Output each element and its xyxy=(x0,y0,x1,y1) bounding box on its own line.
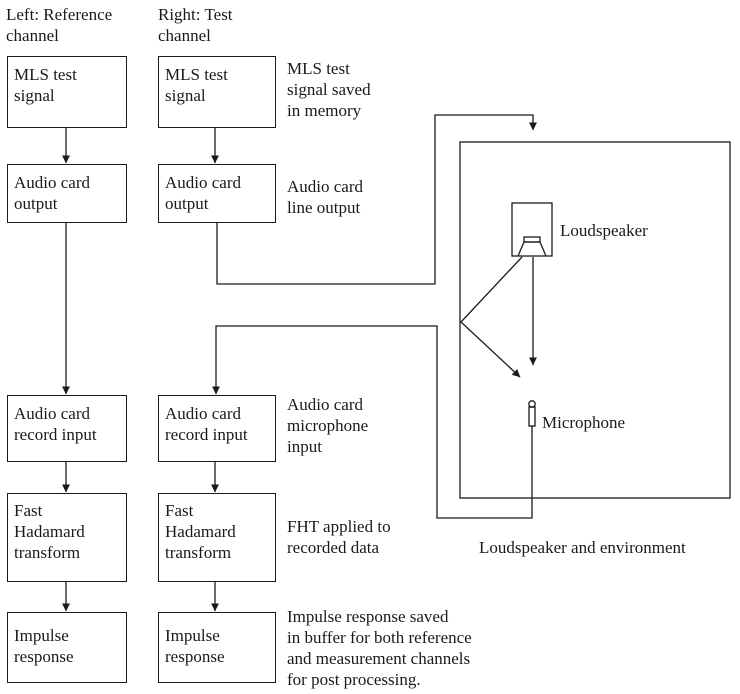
loudspeaker-cone xyxy=(517,241,547,257)
right-mls-signal-block: MLS test signal xyxy=(158,56,276,128)
wire-microphone-to-record-input xyxy=(212,325,533,519)
right-record-input-block: Audio card record input xyxy=(158,395,276,462)
left-impulse-response-label: Impulse response xyxy=(14,626,74,666)
reflected-sound-path xyxy=(460,256,523,378)
annotation-fht-applied: FHT applied to recorded data xyxy=(287,517,391,557)
right-fht-block: Fast Hadamard transform xyxy=(158,493,276,582)
microphone-head xyxy=(528,400,536,408)
loudspeaker-icon xyxy=(511,202,553,257)
annotation-microphone-input: Audio card microphone input xyxy=(287,395,369,456)
right-mls-signal-label: MLS test signal xyxy=(165,65,228,105)
annotation-impulse-saved: Impulse response saved in buffer for bot… xyxy=(287,607,472,689)
left-mls-signal-block: MLS test signal xyxy=(7,56,127,128)
environment-box xyxy=(459,141,731,499)
right-audio-output-label: Audio card output xyxy=(165,173,242,213)
loudspeaker-driver xyxy=(523,236,541,243)
left-mls-signal-label: MLS test signal xyxy=(14,65,77,105)
right-channel-header: Right: Test channel xyxy=(158,5,233,45)
right-impulse-response-label: Impulse response xyxy=(165,626,225,666)
right-audio-output-block: Audio card output xyxy=(158,164,276,223)
right-record-input-label: Audio card record input xyxy=(165,404,248,444)
left-record-input-label: Audio card record input xyxy=(14,404,97,444)
left-fht-label: Fast Hadamard transform xyxy=(14,501,85,562)
left-fht-block: Fast Hadamard transform xyxy=(7,493,127,582)
annotation-line-output: Audio card line output xyxy=(287,177,364,217)
left-impulse-response-block: Impulse response xyxy=(7,612,127,683)
left-channel-header: Left: Reference channel xyxy=(6,5,113,45)
right-fht-label: Fast Hadamard transform xyxy=(165,501,236,562)
loudspeaker-label: Loudspeaker xyxy=(560,221,648,240)
right-impulse-response-block: Impulse response xyxy=(158,612,276,683)
left-record-input-block: Audio card record input xyxy=(7,395,127,462)
annotation-mls-saved: MLS test signal saved in memory xyxy=(287,59,371,120)
wire-output-to-loudspeaker xyxy=(216,114,537,285)
left-audio-output-label: Audio card output xyxy=(14,173,91,213)
environment-caption: Loudspeaker and environment xyxy=(479,538,686,557)
left-audio-output-block: Audio card output xyxy=(7,164,127,223)
microphone-label: Microphone xyxy=(542,413,626,432)
microphone-icon xyxy=(528,406,536,427)
